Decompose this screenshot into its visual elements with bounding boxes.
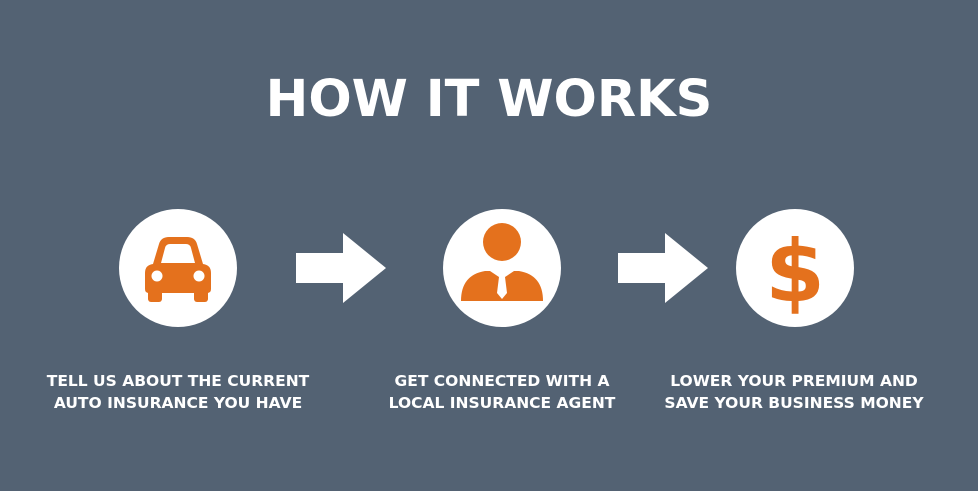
arrow-right-icon	[296, 233, 386, 303]
car-icon	[145, 237, 211, 302]
arrow-right-icon	[618, 233, 708, 303]
step-1-caption: TELL US ABOUT THE CURRENT AUTO INSURANCE…	[28, 370, 328, 414]
step-3-caption: LOWER YOUR PREMIUM AND SAVE YOUR BUSINES…	[644, 370, 944, 414]
step-2-circle	[443, 209, 561, 327]
dollar-sign-icon: $	[765, 222, 825, 322]
step-1-caption-line-1: TELL US ABOUT THE CURRENT	[46, 372, 310, 390]
step-3-circle: $	[736, 209, 854, 327]
step-1-caption-line-2: AUTO INSURANCE YOU HAVE	[53, 394, 303, 412]
step-3-caption-line-1: LOWER YOUR PREMIUM AND	[670, 372, 918, 390]
step-2-caption-line-2: LOCAL INSURANCE AGENT	[388, 394, 616, 412]
step-3-caption-line-2: SAVE YOUR BUSINESS MONEY	[664, 394, 924, 412]
step-1-circle	[119, 209, 237, 327]
step-2-caption: GET CONNECTED WITH A LOCAL INSURANCE AGE…	[352, 370, 652, 414]
agent-person-icon	[461, 223, 543, 301]
dollar-glyph: $	[765, 222, 825, 322]
step-2-caption-line-1: GET CONNECTED WITH A	[394, 372, 610, 390]
page-title: HOW IT WORKS	[265, 70, 713, 129]
